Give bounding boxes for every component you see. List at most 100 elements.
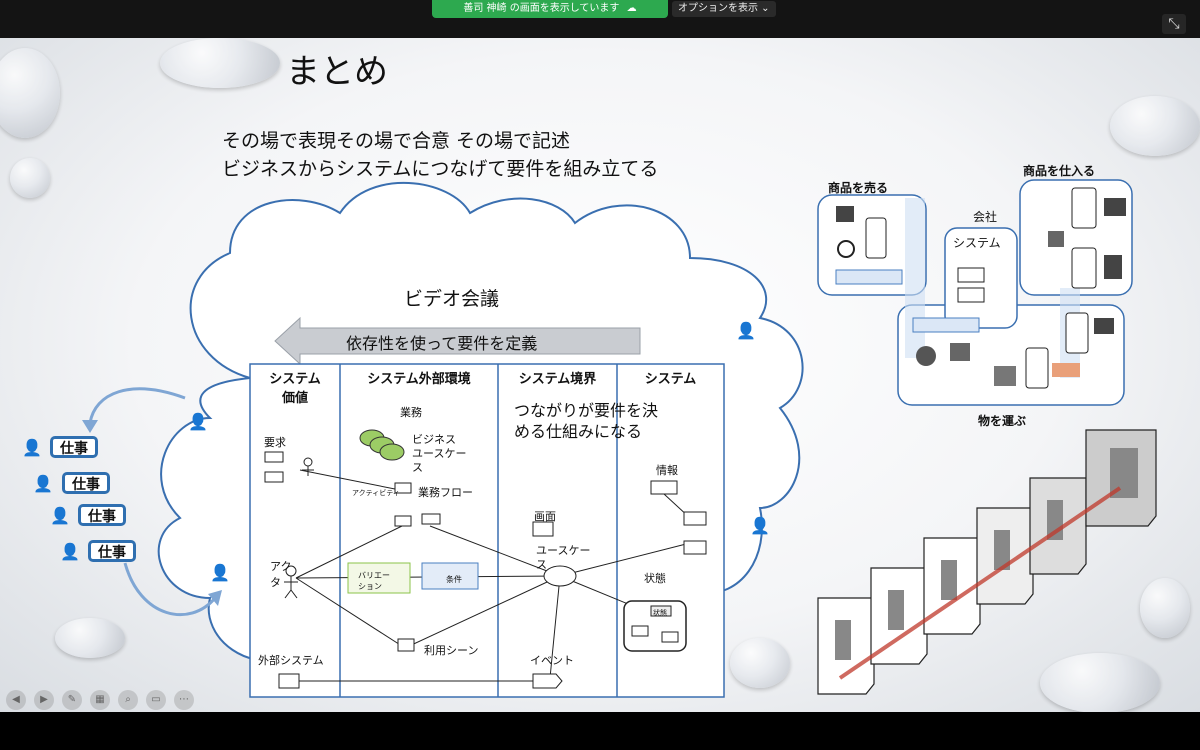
job-box: 仕事 [78,504,126,526]
external-system-label: 外部システム [258,654,324,667]
boundary-note: つながりが要件を決 める仕組みになる [514,401,659,441]
screen-icon [532,521,554,537]
exit-fullscreen-icon[interactable]: ⤡ [1162,14,1186,34]
cloud-title: ビデオ会議 [404,288,500,310]
variation-label: バリエー ション [358,571,390,591]
water-drop-decoration [0,48,60,138]
person-laptop-icon: 👤 [210,563,230,582]
transport-label: 物を運ぶ [978,414,1027,428]
usecase-ellipse [543,565,577,587]
person-laptop-icon: 👤 [33,474,53,493]
viewer-bottombar [0,712,1200,750]
external-system-icon [278,673,300,689]
water-drop-decoration [1140,578,1190,638]
variation-box [347,562,411,594]
presentation-slide: まとめ その場で表現その場で合意 その場で記述 ビジネスからシステムにつなげて要… [0,38,1200,712]
process-pages-stack [817,429,1157,695]
curved-arrow [88,387,186,424]
actor-figure [302,457,314,476]
event-label: イベント [530,654,574,667]
factory-icon [1094,318,1114,334]
progress-line [838,486,1122,680]
actor-label: アク タ [270,560,292,589]
person-laptop-icon: 👤 [736,321,756,340]
cloud-diagram [82,179,1157,698]
info-label: 情報 [656,464,678,477]
info-box [650,480,678,495]
tomato-icon [916,346,936,366]
box-icon [950,343,970,361]
water-drop-decoration [160,38,280,88]
info-box [683,540,707,555]
building-icon [1104,255,1122,279]
arrow-head [82,420,98,433]
water-drop-decoration [10,158,50,198]
requirement-icon [264,471,284,483]
condition-box [421,562,479,590]
grid-icon[interactable]: ▦ [90,690,110,710]
job-box: 仕事 [88,540,136,562]
slide-subtitle-2: ビジネスからシステムにつなげて要件を組み立てる [222,158,659,180]
share-status-text: 善司 神崎 の画面を表示しています [463,3,620,14]
company-label: 会社 [973,210,998,224]
requirements-arrow [274,316,641,366]
water-drop-decoration [55,618,125,658]
person-laptop-icon: 👤 [60,542,80,561]
person-laptop-icon: 👤 [22,438,42,457]
system-label: システム [953,236,1001,250]
requirement-label: 要求 [264,436,286,449]
requirement-icon [264,451,284,463]
factory-icon [1104,198,1126,216]
event-icon [532,673,563,689]
cloud-icon: ☁ [626,3,637,14]
activity-label: アクティビティ [352,489,400,497]
view-options-button[interactable]: オプションを表示 ⌄ [672,1,776,17]
slide-title: まとめ [286,52,388,92]
water-drop-decoration [1110,96,1200,156]
business-usecase-icon [359,429,405,461]
column-header-system-value: システム 価値 [269,372,321,406]
screen-label: 画面 [534,510,556,523]
curved-arrow [123,562,217,617]
sell-goods-label: 商品を売る [828,181,889,195]
next-icon[interactable]: ▶ [34,690,54,710]
job-box: 仕事 [62,472,110,494]
clock-icon [837,240,855,258]
connector-band [905,198,925,358]
condition-label: 条件 [446,575,462,584]
column-header-external: システム外部環境 [367,372,471,387]
search-icon[interactable]: ⌕ [118,690,138,710]
share-status-pill: 善司 神崎 の画面を表示しています ☁ [432,0,668,18]
person-laptop-icon: 👤 [750,516,770,535]
usecase-label: ユースケー ス [536,544,591,571]
column-header-system: システム [644,372,697,387]
column-header-boundary: システム境界 [518,372,597,387]
person-laptop-icon: 👤 [50,506,70,525]
box-icon [1048,231,1064,247]
person-laptop-icon: 👤 [188,412,208,431]
more-icon[interactable]: ⋯ [174,690,194,710]
arrow-head [208,590,222,606]
subtitles-icon[interactable]: ▭ [146,690,166,710]
state-label: 状態 [644,572,666,585]
truck-icon [1052,363,1080,377]
pallet-icon [994,366,1016,386]
water-drop-decoration [1040,653,1160,712]
purchase-goods-label: 商品を仕入る [1023,164,1096,178]
prev-icon[interactable]: ◀ [6,690,26,710]
state-small-label: 状態 [653,609,667,617]
pen-icon[interactable]: ✎ [62,690,82,710]
viewer-topbar: 善司 神崎 の画面を表示しています ☁ オプションを表示 ⌄ ⤡ [0,0,1200,38]
usage-scene-label: 利用シーン [424,644,479,657]
job-box: 仕事 [50,436,98,458]
business-flow-label: 業務フロー [418,486,473,499]
arrow-label: 依存性を使って要件を定義 [346,334,538,353]
water-drop-decoration [730,638,790,688]
usage-scene-icon [397,638,415,652]
business-label: 業務 [400,406,422,419]
business-flow-icon [394,482,441,527]
info-box [683,511,707,526]
bank-icon [836,206,854,222]
actor-figure [284,565,298,599]
slide-subtitle-1: その場で表現その場で合意 その場で記述 [222,130,571,152]
